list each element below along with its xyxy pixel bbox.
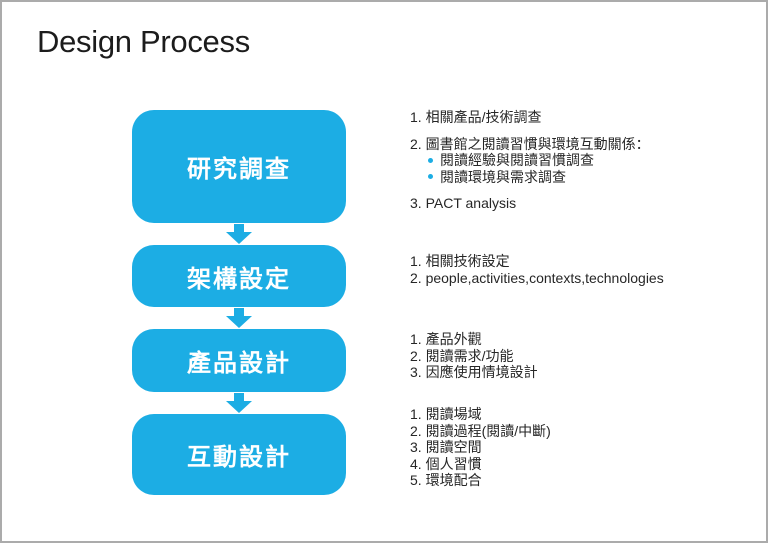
note-text: 1. 相關技術設定 bbox=[410, 253, 510, 269]
note-numbered-item: 3. 閱讀空間 bbox=[410, 439, 760, 456]
note-text: 5. 環境配合 bbox=[410, 472, 482, 488]
process-step-label: 架構設定 bbox=[187, 265, 291, 293]
note-numbered-item: 1. 相關技術設定 bbox=[410, 253, 760, 270]
note-numbered-item: 3. 因應使用情境設計 bbox=[410, 364, 760, 381]
note-numbered-item: 2. 閱讀過程(閱讀/中斷) bbox=[410, 423, 760, 440]
down-arrow-icon bbox=[226, 223, 252, 245]
note-text: 閱讀經驗與閱讀習慣調查 bbox=[440, 152, 594, 168]
process-step-label: 研究調查 bbox=[187, 156, 291, 183]
note-text: 3. 閱讀空間 bbox=[410, 439, 482, 455]
note-numbered-item: 5. 環境配合 bbox=[410, 472, 760, 489]
note-bullet-item: 閱讀環境與需求調查 bbox=[410, 169, 760, 186]
process-step-label: 互動設計 bbox=[187, 444, 291, 471]
note-numbered-item: 1. 相關產品/技術調查 bbox=[410, 109, 760, 126]
down-arrow-icon bbox=[226, 392, 252, 414]
page-title: Design Process bbox=[37, 24, 250, 59]
down-arrow-icon bbox=[226, 307, 252, 329]
process-flow: 研究調查架構設定產品設計互動設計 bbox=[132, 110, 346, 495]
note-text: 1. 產品外觀 bbox=[410, 331, 482, 347]
process-step-label: 產品設計 bbox=[187, 350, 291, 377]
note-text: 1. 閱讀場域 bbox=[410, 406, 482, 422]
note-text: 4. 個人習慣 bbox=[410, 455, 482, 472]
note-text: 3. PACT analysis bbox=[410, 195, 517, 211]
bullet-dot-icon bbox=[428, 157, 433, 163]
note-text: 2. 閱讀過程(閱讀/中斷) bbox=[410, 422, 551, 439]
note-text: 2. 圖書館之閱讀習慣與環境互動關係： bbox=[410, 135, 650, 152]
process-step-box: 研究調查 bbox=[132, 110, 346, 223]
note-text: 1. 相關產品/技術調查 bbox=[410, 109, 542, 125]
note-numbered-item: 4. 個人習慣 bbox=[410, 456, 760, 473]
note-numbered-item: 2. people,activities,contexts,technologi… bbox=[410, 270, 760, 287]
process-step-box: 產品設計 bbox=[132, 329, 346, 392]
note-numbered-item: 2. 圖書館之閱讀習慣與環境互動關係： bbox=[410, 136, 760, 153]
note-bullet-item: 閱讀經驗與閱讀習慣調查 bbox=[410, 152, 760, 169]
bullet-dot-icon bbox=[428, 174, 433, 180]
note-text: 2. 閱讀需求/功能 bbox=[410, 347, 514, 364]
process-step-box: 互動設計 bbox=[132, 414, 346, 495]
note-text: 2. people,activities,contexts,technologi… bbox=[410, 269, 664, 286]
note-numbered-item: 2. 閱讀需求/功能 bbox=[410, 348, 760, 365]
note-numbered-item: 1. 閱讀場域 bbox=[410, 406, 760, 423]
note-numbered-item: 1. 產品外觀 bbox=[410, 331, 760, 348]
note-text: 3. 因應使用情境設計 bbox=[410, 364, 538, 380]
note-numbered-item: 3. PACT analysis bbox=[410, 195, 760, 212]
process-step-box: 架構設定 bbox=[132, 245, 346, 307]
step-notes-block: 1. 相關產品/技術調查 2. 圖書館之閱讀習慣與環境互動關係：閱讀經驗與閱讀習慣… bbox=[410, 109, 760, 212]
note-text: 閱讀環境與需求調查 bbox=[440, 168, 566, 185]
